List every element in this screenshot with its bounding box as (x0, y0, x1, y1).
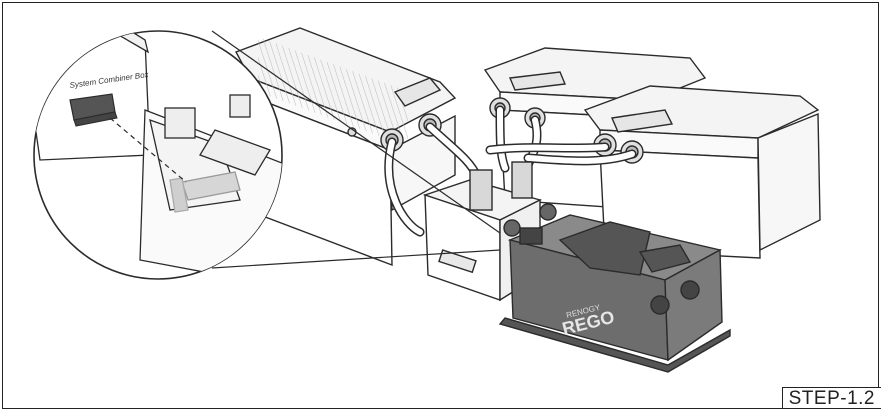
battery-rear-left (235, 27, 457, 267)
diagram-border (2, 2, 879, 409)
dashed-pointer-line (109, 117, 187, 183)
battery-front-right (583, 85, 821, 259)
callout-leader-lines (211, 30, 501, 269)
step-label: STEP-1.2 (781, 387, 881, 409)
rego-hub (498, 214, 731, 373)
